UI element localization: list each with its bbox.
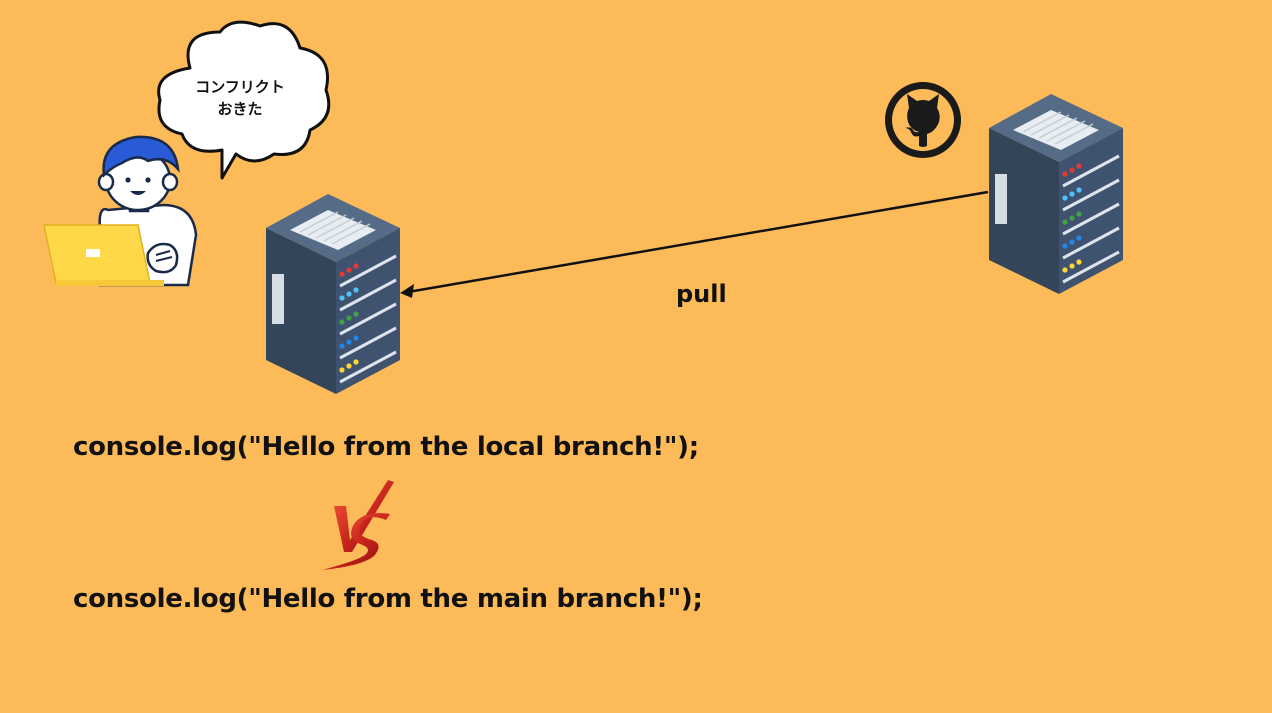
local-server-icon — [266, 194, 400, 394]
speech-bubble-text: コンフリクト おきた — [160, 76, 320, 120]
github-octocat-icon — [885, 82, 961, 158]
main-branch-code: console.log("Hello from the main branch!… — [73, 584, 703, 614]
pull-label: pull — [676, 280, 727, 308]
speech-bubble — [157, 20, 331, 180]
speech-bubble-line-2: おきた — [217, 100, 263, 118]
developer-with-laptop-icon — [43, 135, 198, 287]
versus-icon — [322, 480, 394, 570]
speech-bubble-line-1: コンフリクト — [195, 78, 285, 96]
remote-server-icon — [989, 94, 1123, 294]
local-branch-code: console.log("Hello from the local branch… — [73, 432, 699, 462]
